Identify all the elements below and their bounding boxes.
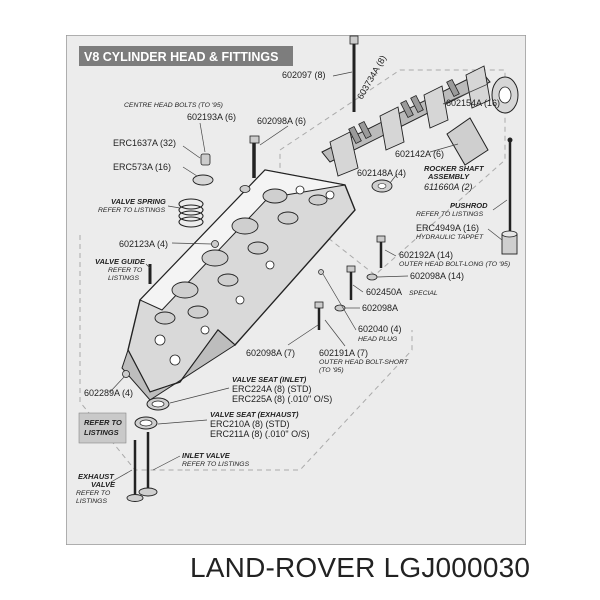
label-erc225a: ERC225A (8) (.010" O/S)	[232, 394, 332, 404]
label-602192a: 602192A (14)	[399, 250, 453, 260]
label-pushrod: PUSHROD	[450, 201, 488, 210]
rocker-bolt-part	[349, 35, 359, 112]
plug-part	[122, 370, 130, 378]
label-602040: 602040 (4)	[358, 324, 402, 334]
special-bolt-part	[346, 265, 356, 300]
label-exhaust-valve: VALVE	[91, 480, 116, 489]
label-valve-guide: VALVE GUIDE	[95, 257, 146, 266]
label-erc210a: ERC210A (8) (STD)	[210, 419, 290, 429]
diagram-title: V8 CYLINDER HEAD & FITTINGS	[84, 50, 278, 64]
label-valve-seat-inlet: VALVE SEAT (INLET)	[232, 375, 307, 384]
label-erc573a: ERC573A (16)	[113, 162, 171, 172]
label-602123a: 602123A (4)	[119, 239, 168, 249]
label-refer-box-2: LISTINGS	[84, 428, 119, 437]
valve-spring-part	[178, 198, 204, 228]
title-bar	[79, 46, 293, 66]
brand-caption: LAND-ROVER LGJ000030	[190, 552, 531, 583]
spring-cap-part	[192, 174, 214, 186]
diagram-panel: V8 CYLINDER HEAD & FITTINGS	[66, 35, 526, 545]
washer-part	[366, 273, 378, 281]
label-602193a: 602193A (6)	[187, 112, 236, 122]
label-erc4949a: ERC4949A (16)	[416, 223, 479, 233]
dowel-part	[211, 240, 219, 248]
label-602098a-6: 602098A (6)	[257, 116, 306, 126]
label-to-95: (TO '95)	[319, 367, 344, 374]
label-hydraulic-tappet: HYDRAULIC TAPPET	[416, 234, 484, 241]
label-special: SPECIAL	[409, 290, 438, 297]
label-602142a: 602142A (6)	[395, 149, 444, 159]
cylinder-head-casting	[121, 169, 356, 401]
head-plug-part	[318, 269, 324, 275]
label-602098a: 602098A	[362, 303, 398, 313]
label-602154a: 602154A (16)	[446, 98, 500, 108]
rocker-spring-part	[446, 117, 489, 166]
inlet-valve-part	[138, 432, 158, 497]
label-head-plug: HEAD PLUG	[358, 336, 397, 343]
label-outer-head-bolt-short: OUTER HEAD BOLT-SHORT	[319, 359, 409, 366]
head-group-outline-2	[185, 330, 413, 471]
hydraulic-tappet-part	[501, 230, 518, 255]
label-refer-pushrod: REFER TO LISTINGS	[416, 211, 484, 218]
panel-background	[66, 35, 526, 545]
label-refer-exhaust-1: REFER TO	[76, 490, 111, 497]
label-refer-inlet-valve: REFER TO LISTINGS	[182, 461, 250, 468]
centre-head-bolt-part	[249, 135, 260, 178]
label-refer-box-1: REFER TO	[84, 418, 122, 427]
label-refer-valve-guide-1: REFER TO	[108, 267, 143, 274]
collet-part	[200, 153, 211, 166]
outer-head-bolt-short-part	[314, 301, 324, 330]
label-valve-seat-exhaust: VALVE SEAT (EXHAUST)	[210, 410, 299, 419]
label-inlet-valve: INLET VALVE	[182, 451, 231, 460]
label-erc224a: ERC224A (8) (STD)	[232, 384, 312, 394]
label-602191a: 602191A (7)	[319, 348, 368, 358]
washer-part	[239, 185, 251, 193]
label-erc1637a: ERC1637A (32)	[113, 138, 176, 148]
label-602450a: 602450A	[366, 287, 402, 297]
rocker-shaft-assembly	[321, 65, 519, 177]
label-rocker-shaft: ROCKER SHAFT	[424, 164, 485, 173]
pushrod-part	[507, 137, 513, 232]
outer-head-bolt-long-part	[376, 235, 386, 268]
label-rocker-assembly: ASSEMBLY	[427, 172, 470, 181]
label-exhaust: EXHAUST	[78, 472, 115, 481]
label-refer-valve-spring: REFER TO LISTINGS	[98, 207, 166, 214]
exploded-diagram: V8 CYLINDER HEAD & FITTINGS	[66, 35, 526, 545]
leader-lines	[109, 71, 508, 483]
label-602098a-7: 602098A (7)	[246, 348, 295, 358]
refer-box	[78, 412, 127, 444]
label-611660a: 611660A (2)	[424, 182, 473, 192]
label-602148a: 602148A (4)	[357, 168, 406, 178]
label-refer-exhaust-2: LISTINGS	[76, 498, 107, 505]
label-centre-head-bolts: CENTRE HEAD BOLTS (TO '95)	[124, 102, 223, 109]
label-602289a: 602289A (4)	[84, 388, 133, 398]
exhaust-valve-part	[126, 440, 144, 502]
washer-part	[334, 304, 346, 312]
label-valve-spring: VALVE SPRING	[111, 197, 166, 206]
valve-seat-part	[134, 397, 170, 430]
label-erc211a: ERC211A (8) (.010" O/S)	[210, 429, 310, 439]
label-602098a-14: 602098A (14)	[410, 271, 464, 281]
label-602097: 602097 (8)	[282, 70, 326, 80]
label-refer-valve-guide-2: LISTINGS	[108, 275, 139, 282]
label-outer-head-bolt-long: OUTER HEAD BOLT-LONG (TO '95)	[399, 261, 510, 268]
